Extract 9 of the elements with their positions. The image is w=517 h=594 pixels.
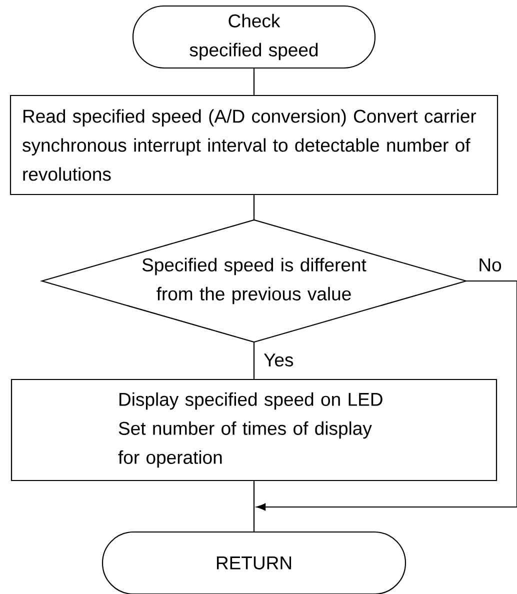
connector bbox=[253, 342, 255, 379]
connector bbox=[253, 481, 255, 532]
process-box: Read specified speed (A/D conversion) Convert carrier synchronous interrupt interval to detectable number of revolutions bbox=[10, 94, 498, 196]
connector bbox=[253, 68, 255, 95]
process-box: Display specified speed on LED Set number of times of display for operation bbox=[10, 378, 498, 482]
edge-label: Yes bbox=[264, 354, 294, 367]
connector bbox=[253, 195, 255, 220]
edge-label: No bbox=[480, 258, 502, 272]
arrow bbox=[256, 280, 517, 511]
